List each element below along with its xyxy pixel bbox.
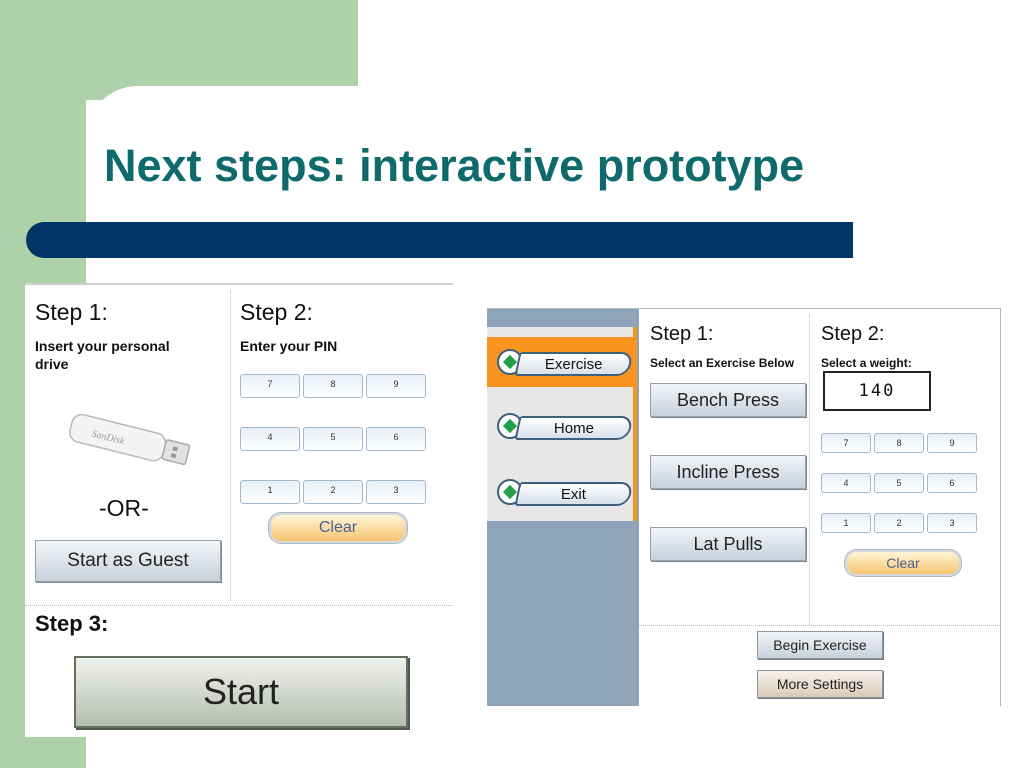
step3-heading: Step 3: xyxy=(35,611,109,636)
step2-instruction: Select a weight: xyxy=(821,356,912,370)
row-divider xyxy=(639,625,1000,626)
or-separator: -OR- xyxy=(99,495,149,521)
step1-instruction: Insert your personal drive xyxy=(35,338,170,372)
keypad-key[interactable]: 5 xyxy=(303,427,363,451)
exercise-button-bench-press[interactable]: Bench Press xyxy=(650,383,806,417)
nav-item-exit[interactable]: Exit xyxy=(493,477,634,509)
pin-clear-button[interactable]: Clear xyxy=(269,513,407,543)
title-rule xyxy=(26,222,853,258)
kiosk-login-screen: Step 1: Insert your personal drive SanDi… xyxy=(25,283,453,737)
step2-heading: Step 2: xyxy=(240,299,313,325)
keypad-key[interactable]: 3 xyxy=(927,513,977,533)
keypad-key[interactable]: 3 xyxy=(366,480,426,504)
nav-sidebar: Exercise Home Exit xyxy=(487,309,639,706)
row-divider xyxy=(25,605,453,606)
nav-label-exit: Exit xyxy=(561,485,587,503)
keypad-key[interactable]: 6 xyxy=(927,473,977,493)
weight-clear-button[interactable]: Clear xyxy=(845,550,961,576)
nav-item-exercise[interactable]: Exercise xyxy=(493,347,634,379)
keypad-key[interactable]: 7 xyxy=(821,433,871,453)
exercise-button-lat-pulls[interactable]: Lat Pulls xyxy=(650,527,806,561)
keypad-key[interactable]: 4 xyxy=(821,473,871,493)
nav-label-exercise: Exercise xyxy=(545,355,603,373)
step2-instruction: Enter your PIN xyxy=(240,338,338,354)
keypad-key[interactable]: 5 xyxy=(874,473,924,493)
step1-heading: Step 1: xyxy=(650,323,714,345)
keypad-key[interactable]: 9 xyxy=(366,374,426,398)
exercise-button-incline-press[interactable]: Incline Press xyxy=(650,455,806,489)
step2-heading: Step 2: xyxy=(821,323,885,345)
nav-panel: Exercise Home Exit xyxy=(487,327,637,521)
keypad-key[interactable]: 2 xyxy=(303,480,363,504)
slide-title: Next steps: interactive prototype xyxy=(104,140,805,191)
exercise-selection-screen: Exercise Home Exit Step 1: Select an Exe… xyxy=(487,308,1001,706)
begin-exercise-button[interactable]: Begin Exercise xyxy=(757,631,883,659)
more-settings-button[interactable]: More Settings xyxy=(757,670,883,698)
keypad-key[interactable]: 8 xyxy=(874,433,924,453)
start-as-guest-button[interactable]: Start as Guest xyxy=(35,540,221,582)
keypad-key[interactable]: 1 xyxy=(240,480,300,504)
step1-instruction: Select an Exercise Below xyxy=(650,356,795,370)
nav-label-home: Home xyxy=(553,419,594,437)
keypad-key[interactable]: 8 xyxy=(303,374,363,398)
step1-heading: Step 1: xyxy=(35,299,108,325)
weight-display: 140 xyxy=(823,371,931,411)
keypad-key[interactable]: 9 xyxy=(927,433,977,453)
keypad-key[interactable]: 7 xyxy=(240,374,300,398)
column-divider xyxy=(230,291,231,601)
usb-drive-icon: SanDisk xyxy=(69,413,191,466)
column-divider xyxy=(809,315,810,625)
keypad-key[interactable]: 6 xyxy=(366,427,426,451)
start-button[interactable]: Start xyxy=(74,656,408,728)
keypad-key[interactable]: 4 xyxy=(240,427,300,451)
nav-item-home[interactable]: Home xyxy=(493,411,634,443)
keypad-key[interactable]: 2 xyxy=(874,513,924,533)
keypad-key[interactable]: 1 xyxy=(821,513,871,533)
